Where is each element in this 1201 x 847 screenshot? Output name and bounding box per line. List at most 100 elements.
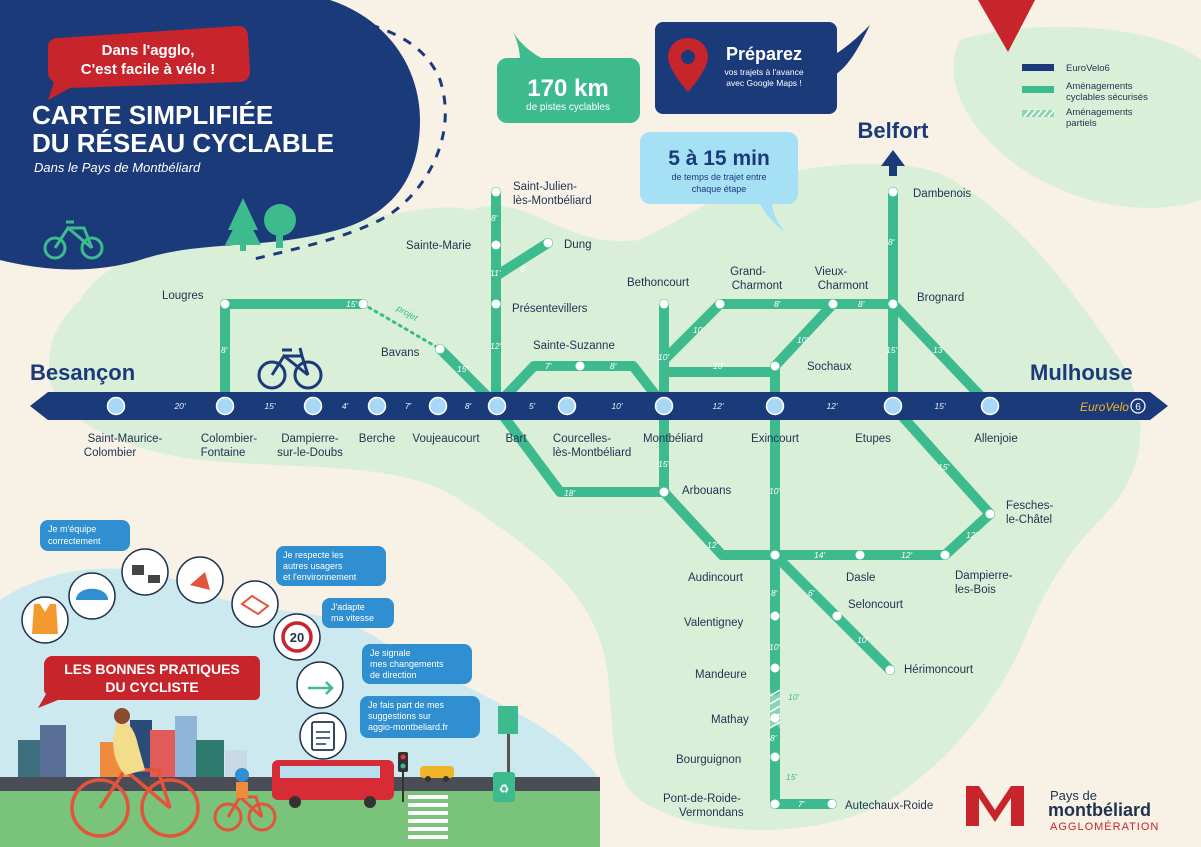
station-mandeure: Mandeure <box>695 669 747 681</box>
prepare-box-tail <box>825 25 870 75</box>
station-colombier-2: Fontaine <box>201 447 246 459</box>
time-sochaux-link: 10' <box>713 361 724 371</box>
time-vc-br: 8' <box>858 299 865 309</box>
prepare-line-2: avec Google Maps ! <box>726 78 802 88</box>
time-mat-bou: 8' <box>770 733 777 743</box>
time-sj-1: 8' <box>491 213 498 223</box>
recycling-bin-icon: ♻ <box>493 772 515 802</box>
time-bavans: 15' <box>457 364 468 374</box>
city-besancon: Besançon <box>30 360 135 385</box>
time-box <box>640 132 798 204</box>
tip2-bubble <box>276 546 386 586</box>
safety-vest-icon <box>21 596 69 644</box>
station-dampierre-doubs-2: sur-le-Doubs <box>277 447 343 459</box>
time-val-man: 10' <box>769 642 780 652</box>
station-autechaux: Autechaux-Roide <box>845 800 933 812</box>
legend-partial-2: partiels <box>1066 118 1097 129</box>
city-mulhouse: Mulhouse <box>1030 360 1133 385</box>
time-sj-2: 11' <box>490 268 501 278</box>
tip4-line-3: de direction <box>370 670 417 680</box>
practices-title-1: LES BONNES PRATIQUES <box>64 661 240 677</box>
station-saint-julien-2: lès-Montbéliard <box>513 195 592 207</box>
time-ev-10: 15' <box>934 401 945 411</box>
clipboard-icon <box>299 712 347 760</box>
map-pin-icon <box>668 38 708 92</box>
logo-line-1: Pays de <box>1050 788 1097 803</box>
legend-secure-1: Aménagements <box>1066 81 1133 92</box>
title-line-1: CARTE SIMPLIFIÉE <box>32 100 273 130</box>
time-suz-1: 7' <box>545 361 552 371</box>
km-box-tail <box>512 30 545 60</box>
bell-icon <box>176 556 224 604</box>
station-berche: Berche <box>359 433 395 445</box>
time-dbois-fes: 12' <box>966 530 977 540</box>
handshake-icon <box>231 580 279 628</box>
subtitle: Dans le Pays de Montbéliard <box>34 160 201 175</box>
station-presentevillers: Présentevillers <box>512 303 588 315</box>
station-seloncourt: Seloncourt <box>848 599 904 611</box>
time-suz-2: 8' <box>610 361 617 371</box>
time-lougres-top: 15' <box>346 299 357 309</box>
time-line-1: de temps de trajet entre <box>671 172 766 182</box>
tip5-line-3: aggio-montbeliard.fr <box>368 722 448 732</box>
time-ev-4: 7' <box>405 401 412 411</box>
city-skyline <box>18 716 247 777</box>
station-etupes: Etupes <box>855 433 891 445</box>
cyclist-adult-body <box>113 720 145 775</box>
project-route <box>361 302 442 351</box>
station-allenjoie: Allenjoie <box>974 433 1017 445</box>
cyclist-child-head <box>235 768 249 782</box>
bicycle-icon <box>257 347 323 390</box>
legend-partial-1: Aménagements <box>1066 107 1133 118</box>
agglomeration-logo <box>966 786 1024 826</box>
tip1-line-2: correctement <box>48 536 101 546</box>
station-exincourt: Exincourt <box>751 433 800 445</box>
helmet-icon <box>68 572 116 620</box>
station-grand-charmont: Grand- <box>730 266 766 278</box>
legend-eurovelo: EuroVelo6 <box>1066 63 1110 74</box>
tip5-bubble <box>360 696 480 738</box>
station-dampierre-doubs: Dampierre- <box>281 433 339 445</box>
time-arb-aud: 12' <box>707 540 718 550</box>
partial-hatch <box>769 689 781 729</box>
eurovelo-num: 6 <box>1135 402 1141 413</box>
slogan-line-2: C'est facile à vélo ! <box>81 61 215 78</box>
time-pres: 12' <box>490 341 501 351</box>
turn-signal-icon <box>296 661 344 709</box>
station-bourguignon: Bourguignon <box>676 754 741 766</box>
station-bethoncourt: Bethoncourt <box>627 277 690 289</box>
eurovelo-num-circle <box>1130 398 1146 414</box>
station-dampierre-bois-2: les-Bois <box>955 584 996 596</box>
time-lougres-side: 8' <box>221 345 228 355</box>
title-line-2: DU RÉSEAU CYCLABLE <box>32 128 334 158</box>
tree-icon <box>225 198 296 251</box>
time-mont-arb: 15' <box>658 459 669 469</box>
station-lougres: Lougres <box>162 290 204 302</box>
station-saint-julien: Saint-Julien- <box>513 181 577 193</box>
car-icon <box>420 766 454 782</box>
time-sel-her: 10' <box>857 635 868 645</box>
arrow-up-icon <box>881 150 905 176</box>
time-ev-9: 12' <box>826 401 837 411</box>
prepare-line-1: vos trajets à l'avance <box>724 67 803 77</box>
station-vieux-charmont: Vieux- <box>815 266 848 278</box>
practices-title-2: DU CYCLISTE <box>105 679 198 695</box>
time-vc-diag: 10' <box>797 335 808 345</box>
tip5-line-2: suggestions sur <box>368 711 431 721</box>
svg-text:♻: ♻ <box>499 782 510 796</box>
prepare-title: Préparez <box>726 44 802 64</box>
cyclist-child-icon <box>213 794 277 832</box>
time-gc-vc: 8' <box>774 299 781 309</box>
tip3-bubble <box>322 598 394 628</box>
station-courcelles-2: lès-Montbéliard <box>553 447 632 459</box>
station-bart: Bart <box>505 433 527 445</box>
time-box-tail <box>758 200 785 232</box>
km-box <box>497 58 640 123</box>
time-aud-dasle: 14' <box>814 550 825 560</box>
time-brog-down: 15' <box>886 345 897 355</box>
station-vieux-charmont-2: Charmont <box>818 280 869 292</box>
eurovelo-badge-bg <box>1076 396 1148 416</box>
eurovelo-badge: EuroVelo <box>1080 400 1129 414</box>
time-beth: 10' <box>658 352 669 362</box>
